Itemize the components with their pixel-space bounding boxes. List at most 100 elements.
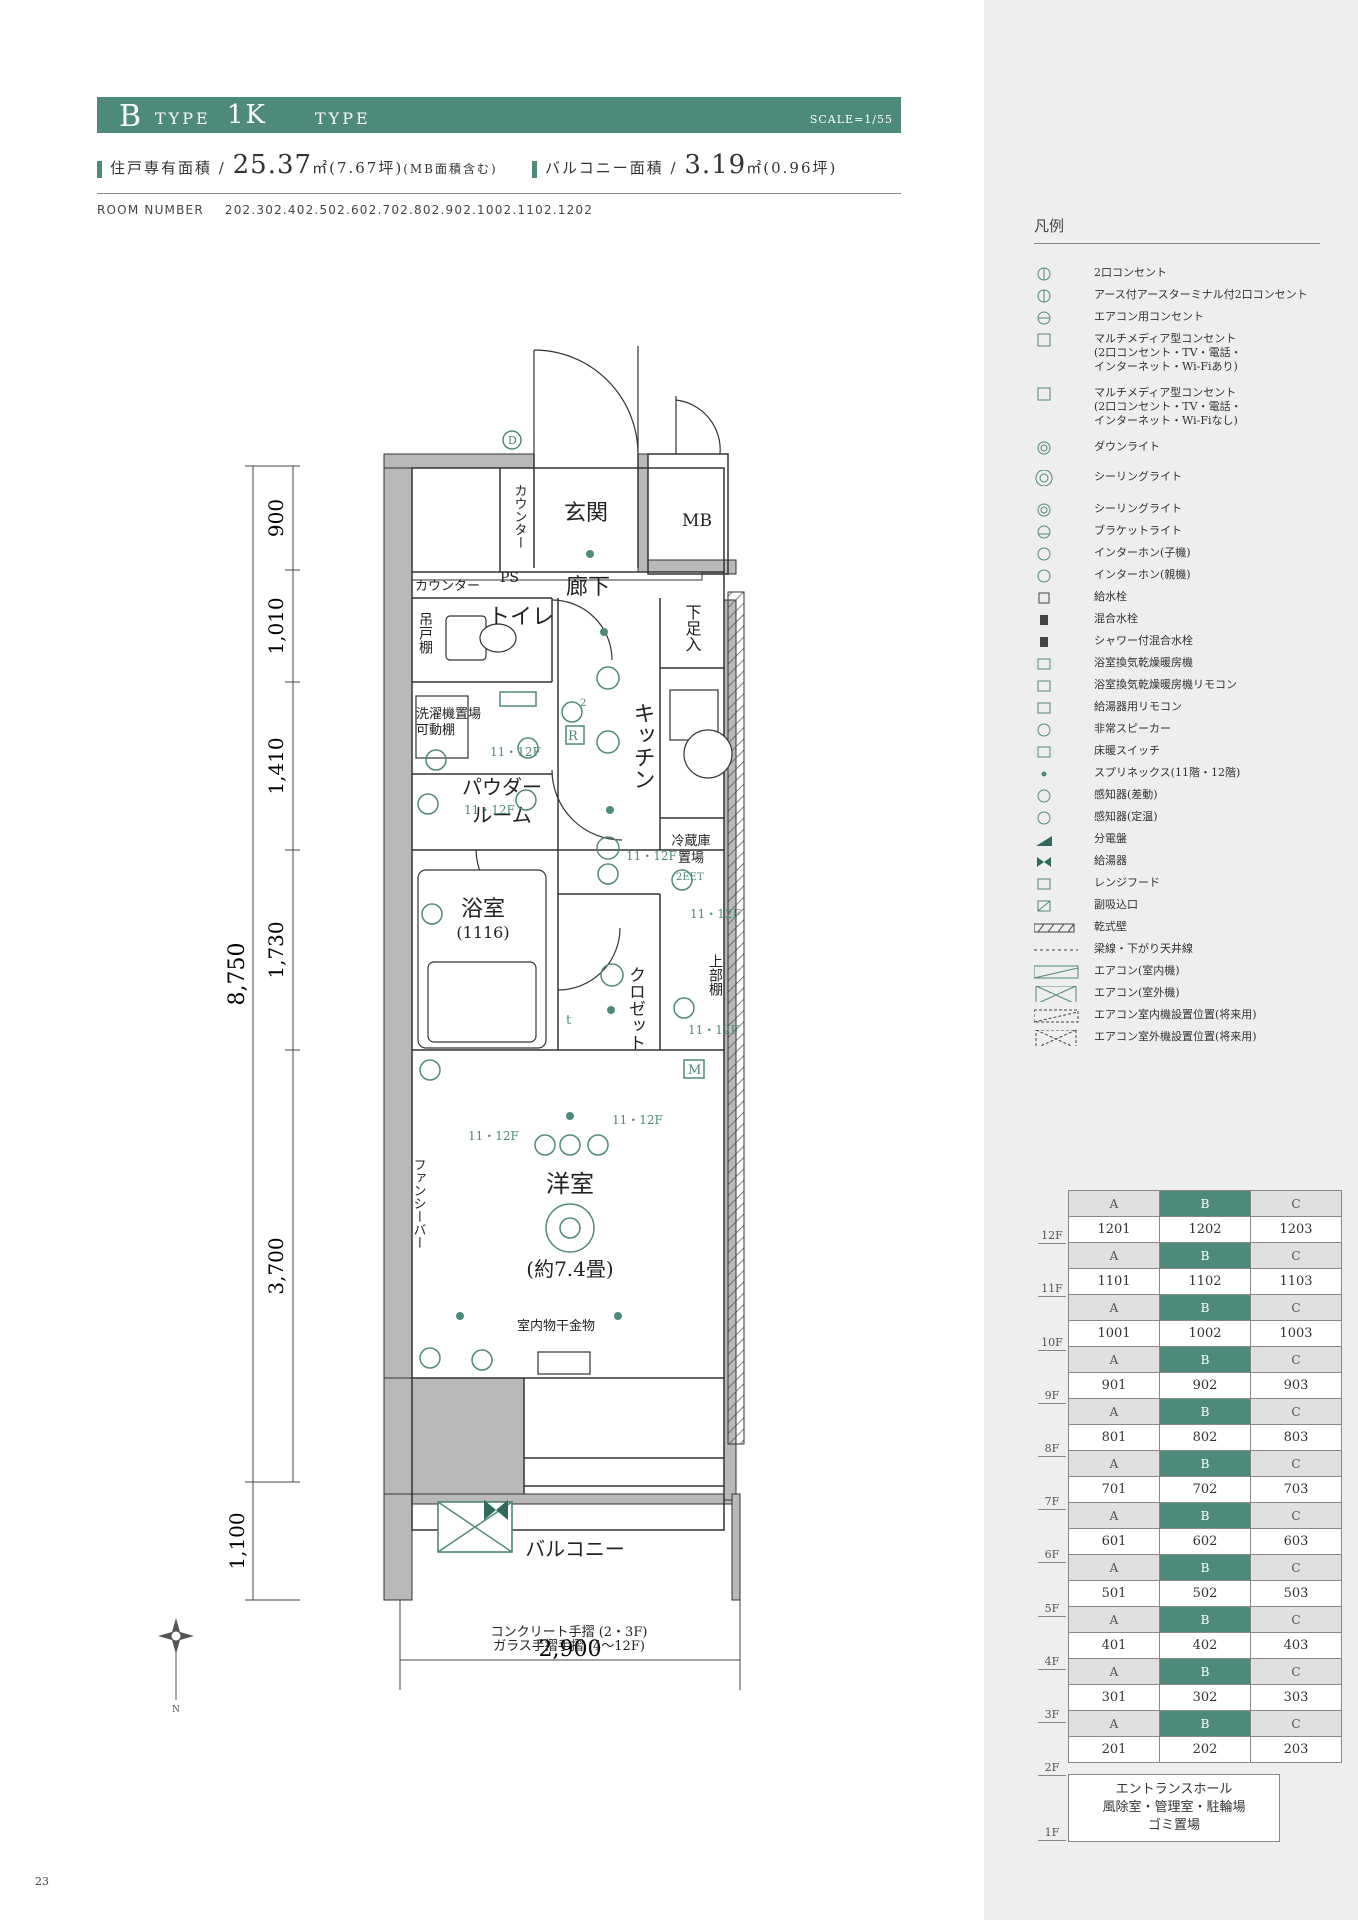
floor-label-line — [1038, 1615, 1066, 1617]
column-header: A — [1068, 1190, 1160, 1217]
emergency-speaker-icon — [1037, 723, 1051, 737]
column-header: A — [1068, 1606, 1160, 1633]
beam-line-icon — [1034, 949, 1078, 951]
legend-item-label: レンジフード — [1094, 876, 1160, 889]
legend-item-label: アース付アースターミナル付2口コンセント — [1094, 288, 1308, 301]
room-cell: 803 — [1250, 1424, 1342, 1451]
column-header: C — [1250, 1242, 1342, 1269]
room-ps: PS — [500, 570, 519, 586]
room-upper-shelf: 上部棚 — [707, 954, 723, 996]
ceiling-light-icon — [1037, 503, 1051, 517]
range-hood-icon — [1037, 878, 1051, 890]
room-cell: 601 — [1068, 1528, 1160, 1555]
legend-item-label: エアコン用コンセント — [1094, 310, 1204, 323]
room-bath: 浴室 — [461, 897, 505, 922]
title-plan: 1K — [227, 100, 267, 130]
room-cell: 501 — [1068, 1580, 1160, 1607]
page-number: 23 — [35, 1875, 49, 1888]
room-number-row: ROOM NUMBER 202.302.402.502.602.702.802.… — [97, 203, 593, 217]
note-11-12f-6: 11・12F — [468, 1129, 519, 1143]
floor-label: 4F — [1044, 1654, 1060, 1668]
column-header: B — [1159, 1554, 1251, 1581]
sym-t: t — [566, 1013, 572, 1028]
floor-label-line — [1038, 1349, 1066, 1351]
water-tap-icon — [1038, 592, 1050, 604]
note-11-12f-3: 11・12F — [626, 849, 677, 863]
walls — [383, 453, 741, 1601]
room-entrance: 玄関 — [564, 501, 608, 526]
private-area-value: 25.37 — [232, 150, 313, 180]
ground-line-1: エントランスホール — [1115, 1782, 1233, 1797]
floor-label: 8F — [1044, 1442, 1060, 1455]
sym-r: R — [568, 729, 579, 744]
outlet-earth-icon — [1037, 289, 1051, 303]
ceiling-light-large-icon — [1035, 470, 1053, 486]
note-11-12f-5: 11・12F — [688, 1023, 739, 1037]
aircon-outdoor-icon — [1035, 986, 1077, 1002]
room-cell: 402 — [1159, 1632, 1251, 1659]
column-header: C — [1250, 1554, 1342, 1581]
legend-item-label: マルチメディア型コンセント (2口コンセント・TV・電話・ インターネット・Wi… — [1094, 332, 1242, 373]
ground-line-3: ゴミ置場 — [1147, 1818, 1200, 1833]
room-number-label: ROOM NUMBER — [97, 203, 204, 217]
compass-label: N — [172, 1705, 180, 1715]
legend-divider — [1034, 243, 1320, 244]
sym-eet: 2EET — [676, 872, 704, 883]
outlet-2-icon — [1037, 267, 1051, 281]
floor-label-line — [1038, 1840, 1066, 1841]
floor-label-line — [1038, 1562, 1066, 1564]
legend-item-label: マルチメディア型コンセント (2口コンセント・TV・電話・ インターネット・Wi… — [1094, 386, 1242, 427]
legend-item-label: 浴室換気乾燥暖房機 — [1094, 656, 1193, 669]
floor-label: 5F — [1044, 1601, 1060, 1615]
column-header: B — [1159, 1450, 1251, 1477]
legend-item-label: インターホン(子機) — [1094, 546, 1191, 559]
air-intake-icon — [1037, 900, 1051, 912]
indoor-dryer: 室内物干金物 — [517, 1318, 595, 1334]
room-mb: MB — [682, 511, 712, 531]
dim-width: 2,900 — [539, 1637, 602, 1662]
legend-item-label: エアコン室内機設置位置(将来用) — [1094, 1008, 1257, 1021]
room-cell: 1203 — [1250, 1216, 1342, 1243]
room-number-value: 202.302.402.502.602.702.802.902.1002.110… — [224, 203, 594, 217]
room-cell: 1003 — [1250, 1320, 1342, 1347]
legend-item-label: ダウンライト — [1094, 440, 1160, 453]
intercom-parent-icon — [1037, 569, 1051, 583]
room-western-size: (約7.4畳) — [526, 1257, 613, 1281]
column-header: C — [1250, 1190, 1342, 1217]
room-cell: 901 — [1068, 1372, 1160, 1399]
note-11-12f-2: 11・12F — [464, 803, 515, 817]
column-header: A — [1068, 1502, 1160, 1529]
separator: / — [670, 159, 678, 177]
legend-item-label: インターホン(親機) — [1094, 568, 1191, 581]
legend-item-label: ブラケットライト — [1094, 524, 1182, 537]
room-cell: 902 — [1159, 1372, 1251, 1399]
sprinkler-icon — [1041, 771, 1047, 777]
legend-item-label: エアコン(室内機) — [1094, 964, 1180, 977]
shower-tap-icon — [1040, 637, 1048, 647]
room-hallway: 廊下 — [566, 575, 610, 600]
multimedia-outlet-nowifi-icon — [1037, 387, 1051, 401]
room-powder-2: ルーム — [472, 803, 531, 827]
room-cell: 1002 — [1159, 1320, 1251, 1347]
floor-label: 9F — [1044, 1388, 1060, 1402]
room-counter: カウンター — [415, 579, 480, 594]
room-balcony: バルコニー — [525, 1537, 625, 1561]
column-header: B — [1159, 1242, 1251, 1269]
floor-label-line — [1038, 1722, 1066, 1723]
column-header: A — [1068, 1554, 1160, 1581]
balcony-area-value: 3.19 — [684, 150, 747, 180]
aircon-indoor-future-icon — [1034, 1009, 1079, 1023]
ground-floor-cell: エントランスホール 風除室・管理室・駐輪場 ゴミ置場 — [1068, 1774, 1280, 1842]
intercom-child-icon — [1037, 547, 1051, 561]
room-cell: 701 — [1068, 1476, 1160, 1503]
dry-wall-icon — [1034, 923, 1075, 933]
multimedia-outlet-icon — [1037, 333, 1051, 347]
dimension-lines — [245, 465, 741, 1690]
